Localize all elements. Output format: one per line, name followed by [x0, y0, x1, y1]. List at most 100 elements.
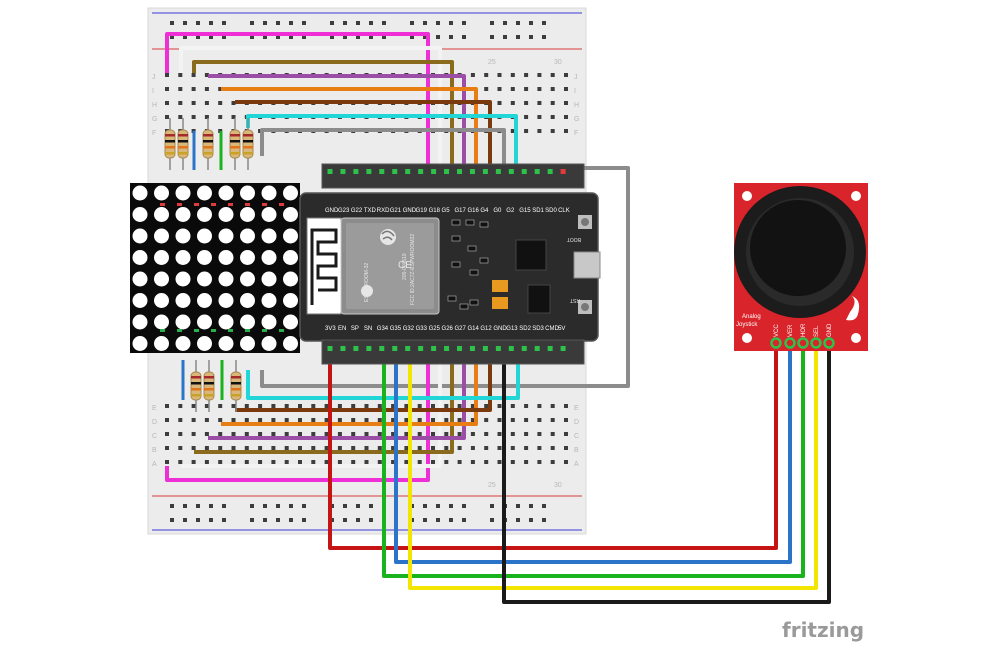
- led-dot: [283, 228, 298, 244]
- rail-hole: [410, 35, 414, 39]
- breadboard-hole: [457, 432, 462, 436]
- wire-black-gnd[interactable]: [502, 345, 831, 604]
- breadboard-hole: [524, 87, 529, 91]
- breadboard-hole: [231, 115, 236, 119]
- wire-brown-bottom[interactable]: [235, 356, 492, 412]
- resistor-band: [191, 394, 201, 397]
- breadboard-hole: [537, 101, 542, 105]
- led-pin-marker: [228, 203, 233, 206]
- wires-bottom: [165, 356, 520, 482]
- boot-button[interactable]: [578, 215, 592, 229]
- wire-magenta-bottom[interactable]: [165, 356, 430, 482]
- rail-hole: [302, 35, 306, 39]
- breadboard-hole: [537, 404, 542, 408]
- rail-hole: [250, 21, 254, 25]
- breadboard-hole: [311, 446, 316, 450]
- breadboard-hole: [337, 404, 342, 408]
- led-dot: [218, 314, 234, 330]
- esp32-pin-label-bottom: G26: [442, 326, 454, 332]
- wire-orange-top[interactable]: [221, 87, 478, 168]
- breadboard-hole: [324, 446, 329, 450]
- resistor-band: [165, 146, 175, 149]
- wire-gray-top[interactable]: [260, 128, 506, 168]
- led-dot: [261, 314, 277, 330]
- esp32-pin-bottom: [418, 346, 424, 351]
- resistor-band: [178, 140, 188, 143]
- wire-brown-top[interactable]: [235, 100, 492, 168]
- led-dot: [218, 336, 234, 351]
- esp32-pin-label-top: GND: [403, 208, 417, 214]
- breadboard-hole: [470, 446, 475, 450]
- led-dot: [197, 271, 212, 287]
- usb-chip: [515, 239, 547, 271]
- breadboard-hole: [377, 446, 382, 450]
- breadboard-hole: [178, 115, 183, 119]
- joystick-knob[interactable]: [750, 200, 846, 296]
- wire-white-bottom[interactable]: [181, 356, 442, 468]
- breadboard-hole: [204, 404, 209, 408]
- breadboard-hole: [457, 404, 462, 408]
- bb-number-top-25: 25: [488, 59, 496, 66]
- esp32-pin-top: [418, 169, 424, 174]
- breadboard-hole: [204, 115, 209, 119]
- resistor-band: [178, 146, 188, 149]
- breadboard-hole: [324, 418, 329, 422]
- led-pin-marker: [245, 203, 250, 206]
- reset-button[interactable]: [578, 300, 592, 314]
- esp32-pin-top: [560, 169, 566, 174]
- wire-yellow-sel[interactable]: [408, 345, 818, 590]
- resistor-band: [165, 134, 175, 137]
- breadboard-hole: [284, 432, 289, 436]
- wire-olive-bottom[interactable]: [194, 356, 454, 454]
- breadboard-hole: [244, 404, 249, 408]
- wire-white-top[interactable]: [179, 46, 442, 168]
- wire-orange-bottom[interactable]: [221, 356, 478, 426]
- esp32-pin-label-top: RXD: [377, 208, 390, 214]
- resistor-band: [191, 376, 201, 379]
- breadboard-hole: [324, 460, 329, 464]
- breadboard-hole: [218, 87, 223, 91]
- rail-hole: [276, 35, 280, 39]
- breadboard-hole: [364, 418, 369, 422]
- wire-blue-ver[interactable]: [394, 345, 792, 564]
- led-dot: [283, 336, 298, 351]
- wire-red-vcc[interactable]: [328, 345, 778, 550]
- joystick-title-line1: Analog: [742, 314, 761, 320]
- esp32-pin-label-top: G22: [351, 208, 363, 214]
- breadboard-hole: [537, 432, 542, 436]
- resistor-body: [164, 129, 176, 159]
- esp32-pin-label-top: G0: [493, 208, 502, 214]
- wire-purple-top[interactable]: [208, 74, 466, 168]
- breadboard-hole: [231, 101, 236, 105]
- breadboard-hole: [191, 404, 196, 408]
- breadboard-hole: [191, 73, 196, 77]
- resistor-band: [204, 388, 214, 391]
- breadboard-hole: [564, 87, 568, 91]
- breadboard-hole: [484, 460, 489, 464]
- wire-purple-bottom[interactable]: [208, 356, 466, 440]
- rail-hole: [330, 35, 334, 39]
- rail-hole: [222, 21, 226, 25]
- led-dot: [154, 207, 169, 222]
- wire-green-hor[interactable]: [382, 345, 805, 578]
- breadboard-hole: [244, 418, 249, 422]
- breadboard-hole: [218, 101, 223, 105]
- breadboard-hole: [391, 432, 396, 436]
- rail-hole: [263, 21, 267, 25]
- joystick-pin-label: VER: [788, 324, 794, 337]
- led-dot: [218, 228, 234, 244]
- wire-gray-long[interactable]: [260, 166, 630, 388]
- breadboard-hole: [470, 73, 475, 77]
- breadboard-hole: [470, 460, 475, 464]
- rail-hole: [423, 518, 427, 522]
- breadboard-hole: [218, 404, 223, 408]
- led-matrix[interactable]: [130, 183, 300, 353]
- esp32-pin-label-top: G2: [506, 208, 515, 214]
- breadboard-hole: [377, 418, 382, 422]
- rail-hole: [250, 504, 254, 508]
- led-dot: [283, 271, 298, 287]
- esp32-pin-label-bottom: SP: [351, 326, 359, 332]
- breadboard-hole: [431, 418, 435, 422]
